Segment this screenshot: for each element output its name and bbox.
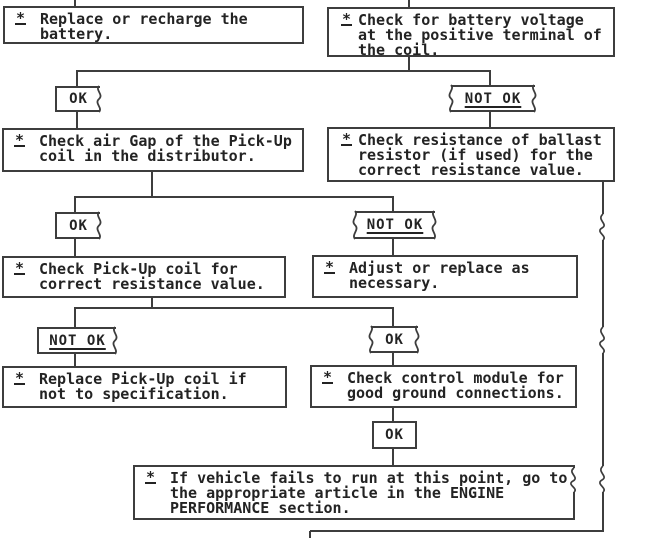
- tag-not-ok-2: NOT OK: [355, 211, 435, 239]
- box-text-replace-battery: Replace or recharge the battery.: [40, 10, 248, 43]
- tag-ok-1-label: OK: [69, 91, 88, 107]
- torn-edge-icon: [95, 212, 105, 239]
- tag-not-ok-3: NOT OK: [37, 327, 116, 354]
- rail-splice-gap: [599, 466, 607, 492]
- rail-splice-icon: [599, 326, 605, 354]
- box-text-vehicle-fails: If vehicle fails to run at this point, g…: [170, 469, 568, 517]
- box-check-battery-voltage: * Check for battery voltage at the posit…: [327, 7, 615, 59]
- tag-ok-4-label: OK: [385, 427, 404, 443]
- rail-splice-gap: [599, 327, 607, 353]
- tag-ok-3-label: OK: [385, 331, 404, 348]
- tag-not-ok-1-label: NOT OK: [464, 90, 522, 107]
- torn-edge-icon: [95, 86, 105, 112]
- box-check-pickup-coil-resistance: * Check Pick-Up coil for correct resista…: [2, 256, 286, 298]
- tag-ok-2: OK: [55, 212, 100, 239]
- box-text-check-pickup-coil: Check Pick-Up coil for correct resistanc…: [39, 260, 265, 293]
- box-replace-pickup-coil: * Replace Pick-Up coil if not to specifi…: [2, 366, 287, 408]
- torn-edge-icon: [430, 211, 440, 239]
- torn-edge-icon: [446, 85, 456, 112]
- tag-ok-3: OK: [371, 326, 418, 353]
- torn-edge-icon: [366, 326, 376, 353]
- asterisk-bullet: *: [15, 9, 26, 27]
- rail-splice-icon: [599, 213, 605, 241]
- box-adjust-or-replace: * Adjust or replace as necessary.: [312, 255, 578, 298]
- tag-not-ok-2-label: NOT OK: [366, 217, 424, 233]
- box-text-replace-pickup-coil: Replace Pick-Up coil if not to specifica…: [39, 370, 247, 403]
- torn-edge-icon: [530, 85, 540, 112]
- box-check-ballast-resistor: * Check resistance of ballast resistor (…: [327, 127, 615, 182]
- box-text-adjust-or-replace: Adjust or replace as necessary.: [349, 259, 530, 292]
- asterisk-bullet: *: [322, 368, 333, 386]
- asterisk-bullet: *: [14, 369, 25, 387]
- asterisk-bullet: *: [341, 130, 352, 148]
- box-vehicle-fails-to-run: * If vehicle fails to run at this point,…: [133, 465, 575, 520]
- tag-ok-4: OK: [372, 421, 417, 449]
- asterisk-bullet: *: [145, 468, 156, 486]
- box-text-check-ballast-resistor: Check resistance of ballast resistor (if…: [358, 131, 602, 179]
- rail-splice-gap: [599, 214, 607, 240]
- torn-edge-icon: [413, 326, 423, 353]
- box-text-check-battery-voltage: Check for battery voltage at the positiv…: [358, 11, 602, 59]
- asterisk-bullet: *: [14, 131, 25, 149]
- torn-edge-icon: [350, 211, 360, 239]
- asterisk-bullet: *: [341, 10, 352, 28]
- box-text-check-control-module: Check control module for good ground con…: [347, 369, 564, 402]
- box-replace-or-recharge-battery: * Replace or recharge the battery.: [3, 6, 304, 44]
- tag-not-ok-3-label: NOT OK: [49, 332, 106, 349]
- box-text-check-air-gap: Check air Gap of the Pick-Up coil in the…: [39, 132, 292, 165]
- tag-ok-1: OK: [55, 86, 100, 112]
- asterisk-bullet: *: [14, 259, 25, 277]
- tag-ok-2-label: OK: [69, 217, 88, 234]
- torn-edge-icon: [111, 327, 121, 354]
- asterisk-bullet: *: [324, 258, 335, 276]
- box-check-control-module: * Check control module for good ground c…: [310, 365, 577, 408]
- tag-not-ok-1: NOT OK: [451, 85, 535, 112]
- rail-splice-icon: [599, 465, 605, 493]
- box-check-air-gap: * Check air Gap of the Pick-Up coil in t…: [2, 128, 304, 172]
